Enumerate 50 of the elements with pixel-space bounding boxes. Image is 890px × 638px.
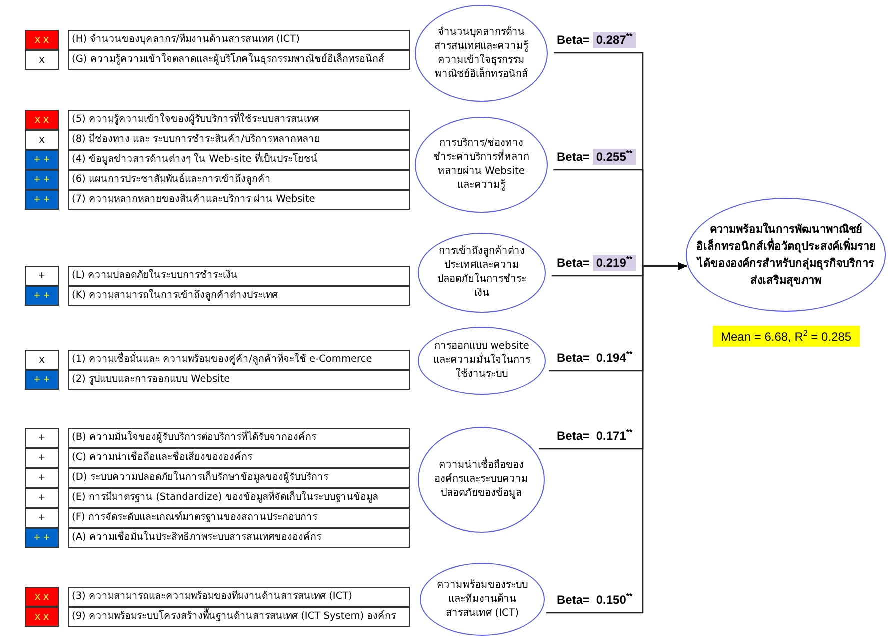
edge-label: Beta= 0.219$^{**}$ bbox=[555, 254, 638, 271]
statistic-label: Mean = 6.68, R$^{2}$ = 0.285 bbox=[713, 326, 860, 347]
item-row: (C) ความน่าเชื่อถือและชื่อเสียงขององค์กร bbox=[68, 448, 410, 468]
item-row: (6) แผนการประชาสัมพันธ์และการเข้าถึงลูกค้า bbox=[68, 170, 410, 190]
item-row: (4) ข้อมูลข่าวสารด้านต่างๆ ใน Web-site ที่เป็นประโยชน์ bbox=[68, 150, 410, 170]
rating-marker: x x bbox=[25, 607, 59, 627]
item-row: (2) รูปแบบและการออกแบบ Website bbox=[68, 370, 410, 390]
factor-text: การบริการ/ช่องทางชำระค่าบริการที่หลากหลายผ่าน Website และความรู้ bbox=[432, 137, 530, 193]
rating-marker: + bbox=[25, 266, 59, 286]
rating-marker: + + bbox=[25, 190, 59, 210]
rating-marker: + + bbox=[25, 370, 59, 390]
item-row: (K) ความสามารถในการเข้าถึงลูกค้าต่างประเทศ bbox=[68, 286, 410, 306]
factor-text: ความน่าเชื่อถือขององค์กรและระบบความปลอดภัยของข้อมูล bbox=[433, 459, 530, 501]
item-row: (1) ความเชื่อมั่นและ ความพร้อมของคู่ค้า/ลูกค้าที่จะใช้ e-Commerce bbox=[68, 350, 410, 370]
rating-marker: + + bbox=[25, 528, 59, 548]
factor-text: จำนวนบุคลากรด้านสารสนเทศและความรู้ความเข้าใจธุรกรรมพาณิชย์อิเล็กทรอนิกส์ bbox=[434, 26, 530, 82]
item-row: (H) จำนวนของบุคลากร/ทีมงานด้านสารสนเทศ (ICT) bbox=[68, 30, 410, 50]
arrow bbox=[546, 262, 688, 614]
rating-marker: x x bbox=[25, 587, 59, 607]
item-row: (8) มีช่องทาง และ ระบบการชำระสินค้า/บริการหลากหลาย bbox=[68, 130, 410, 150]
factor-text: การเข้าถึงลูกค้าต่างประเทศและความปลอดภัยในการชำระเงิน bbox=[436, 245, 528, 301]
item-row: (L) ความปลอดภัยในระบบการชำระเงิน bbox=[68, 266, 410, 286]
item-row: (9) ความพร้อมระบบโครงสร้างพื้นฐานด้านสารสนเทศ (ICT System) องค์กร bbox=[68, 607, 410, 627]
edge-label: Beta= 0.255$^{**}$ bbox=[555, 148, 638, 165]
item-row: (G) ความรู้ความเข้าใจตลาดและผู้บริโภคในธุรกรรมพาณิชย์อิเล็กทรอนิกส์ bbox=[68, 50, 410, 70]
rating-marker: + bbox=[25, 508, 59, 528]
item-row: (5) ความรู้ความเข้าใจของผู้รับบริการที่ใช้ระบบสารสนเทศ bbox=[68, 110, 410, 130]
rating-marker: x bbox=[25, 130, 59, 150]
edge-label: Beta= 0.287$^{**}$ bbox=[555, 31, 638, 48]
item-row: (F) การจัดระดับและเกณฑ์มาตรฐานของสถานประกอบการ bbox=[68, 508, 410, 528]
rating-marker: x x bbox=[25, 110, 59, 130]
item-row: (3) ความสามารถและความพร้อมของทีมงานด้านสารสนเทศ (ICT) bbox=[68, 587, 410, 607]
item-row: (B) ความมั่นใจของผู้รับบริการต่อบริการที่ได้รับจากองค์กร bbox=[68, 428, 410, 448]
rating-marker: x bbox=[25, 350, 59, 370]
item-row: (E) การมีมาตรฐาน (Standardize) ของข้อมูลที่จัดเก็บในระบบฐานข้อมูล bbox=[68, 488, 410, 508]
factor-text: การออกแบบ website และความมั่นใจในการใช้งานระบบ bbox=[433, 340, 531, 382]
rating-marker: + bbox=[25, 488, 59, 508]
factor-text: ความพร้อมของระบบและทีมงานด้านสารสนเทศ (ICT) bbox=[436, 578, 529, 620]
rating-marker: x x bbox=[25, 30, 59, 50]
outcome-text: ความพร้อมในการพัฒนาพาณิชย์อิเล็กทรอนิกส์เพื่อวัตถุประสงค์เพิ่มรายได้ขององค์กรสำหรับกลุ่มธุรกิจบริการส่งเสริมสุขภาพ bbox=[696, 222, 876, 289]
rating-marker: + bbox=[25, 468, 59, 488]
item-row: (A) ความเชื่อมั่นในประสิทธิภาพระบบสารสนเทศขององค์กร bbox=[68, 528, 410, 548]
rating-marker: + + bbox=[25, 150, 59, 170]
rating-marker: + + bbox=[25, 170, 59, 190]
rating-marker: + bbox=[25, 428, 59, 448]
rating-marker: + + bbox=[25, 286, 59, 306]
item-row: (7) ความหลากหลายของสินค้าและบริการ ผ่าน Website bbox=[68, 190, 410, 210]
rating-marker: + bbox=[25, 448, 59, 468]
rating-marker: x bbox=[25, 50, 59, 70]
item-row: (D) ระบบความปลอดภัยในการเก็บรักษาข้อมูลของผู้รับบริการ bbox=[68, 468, 410, 488]
